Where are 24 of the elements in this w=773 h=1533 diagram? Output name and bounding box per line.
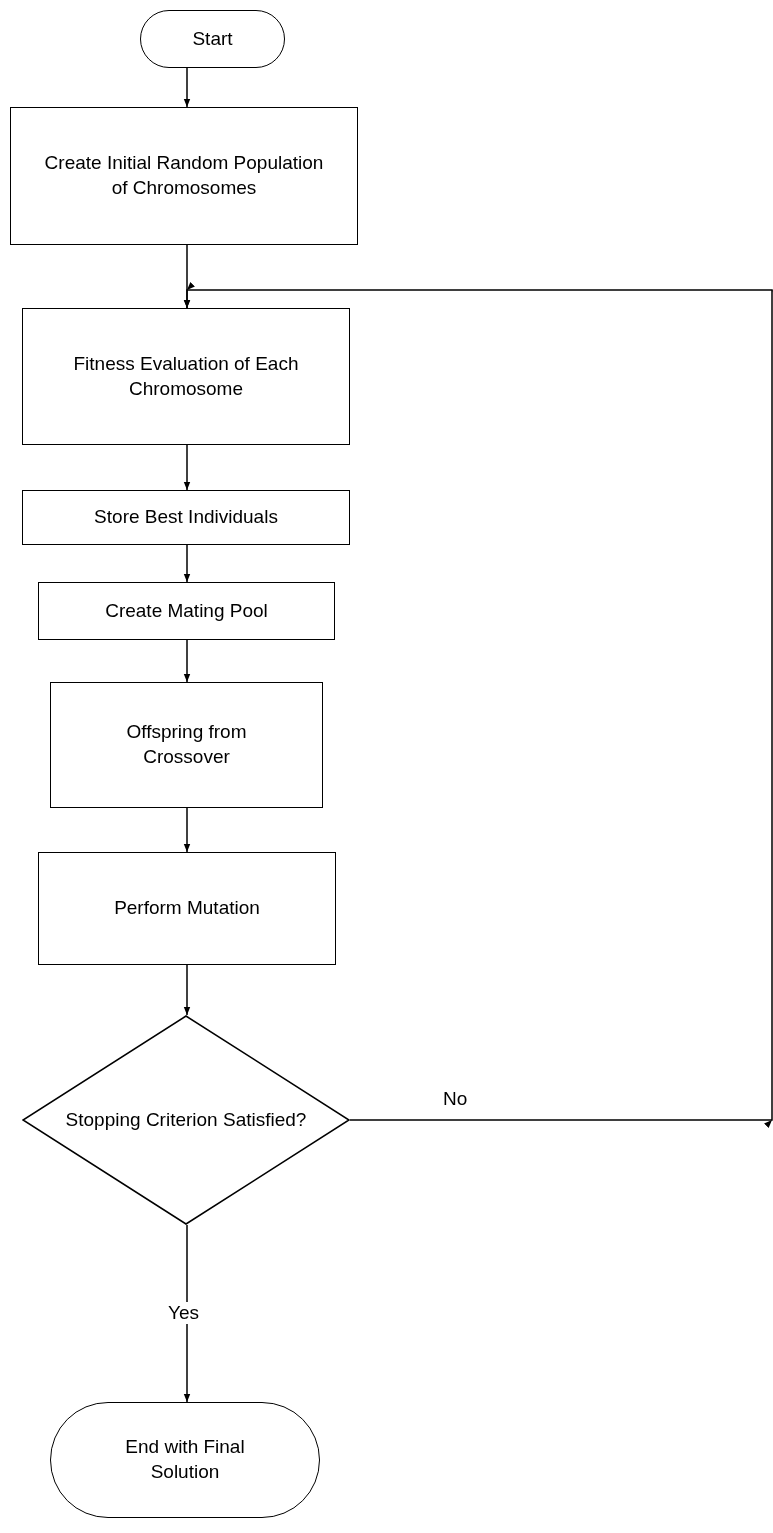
edge-label: Yes (165, 1301, 202, 1324)
step-text: Store Best Individuals (94, 505, 278, 530)
process-box (38, 582, 335, 640)
process-box (10, 107, 358, 245)
arrow (183, 67, 191, 108)
step-text: Create Initial Random Population of Chromosomes (43, 151, 325, 200)
step-text: Perform Mutation (114, 896, 260, 921)
process-box (22, 490, 350, 545)
arrow (183, 639, 191, 683)
step-text: Start (192, 26, 233, 51)
arrow (183, 282, 773, 1128)
step-text: Create Mating Pool (105, 598, 268, 623)
step-text: Offspring from Crossover (125, 720, 248, 769)
arrow (183, 544, 191, 583)
arrow (183, 1224, 191, 1403)
step-text: End with Final Solution (124, 1435, 246, 1484)
process-box (38, 852, 336, 965)
process-box (50, 682, 323, 808)
arrow (183, 807, 191, 853)
arrow (183, 964, 191, 1016)
step-text: Fitness Evaluation of Each Chromosome (72, 351, 300, 401)
process-box (22, 308, 350, 445)
arrow (183, 444, 191, 491)
decision-text: Stopping Criterion Satisfied? (65, 1107, 307, 1132)
